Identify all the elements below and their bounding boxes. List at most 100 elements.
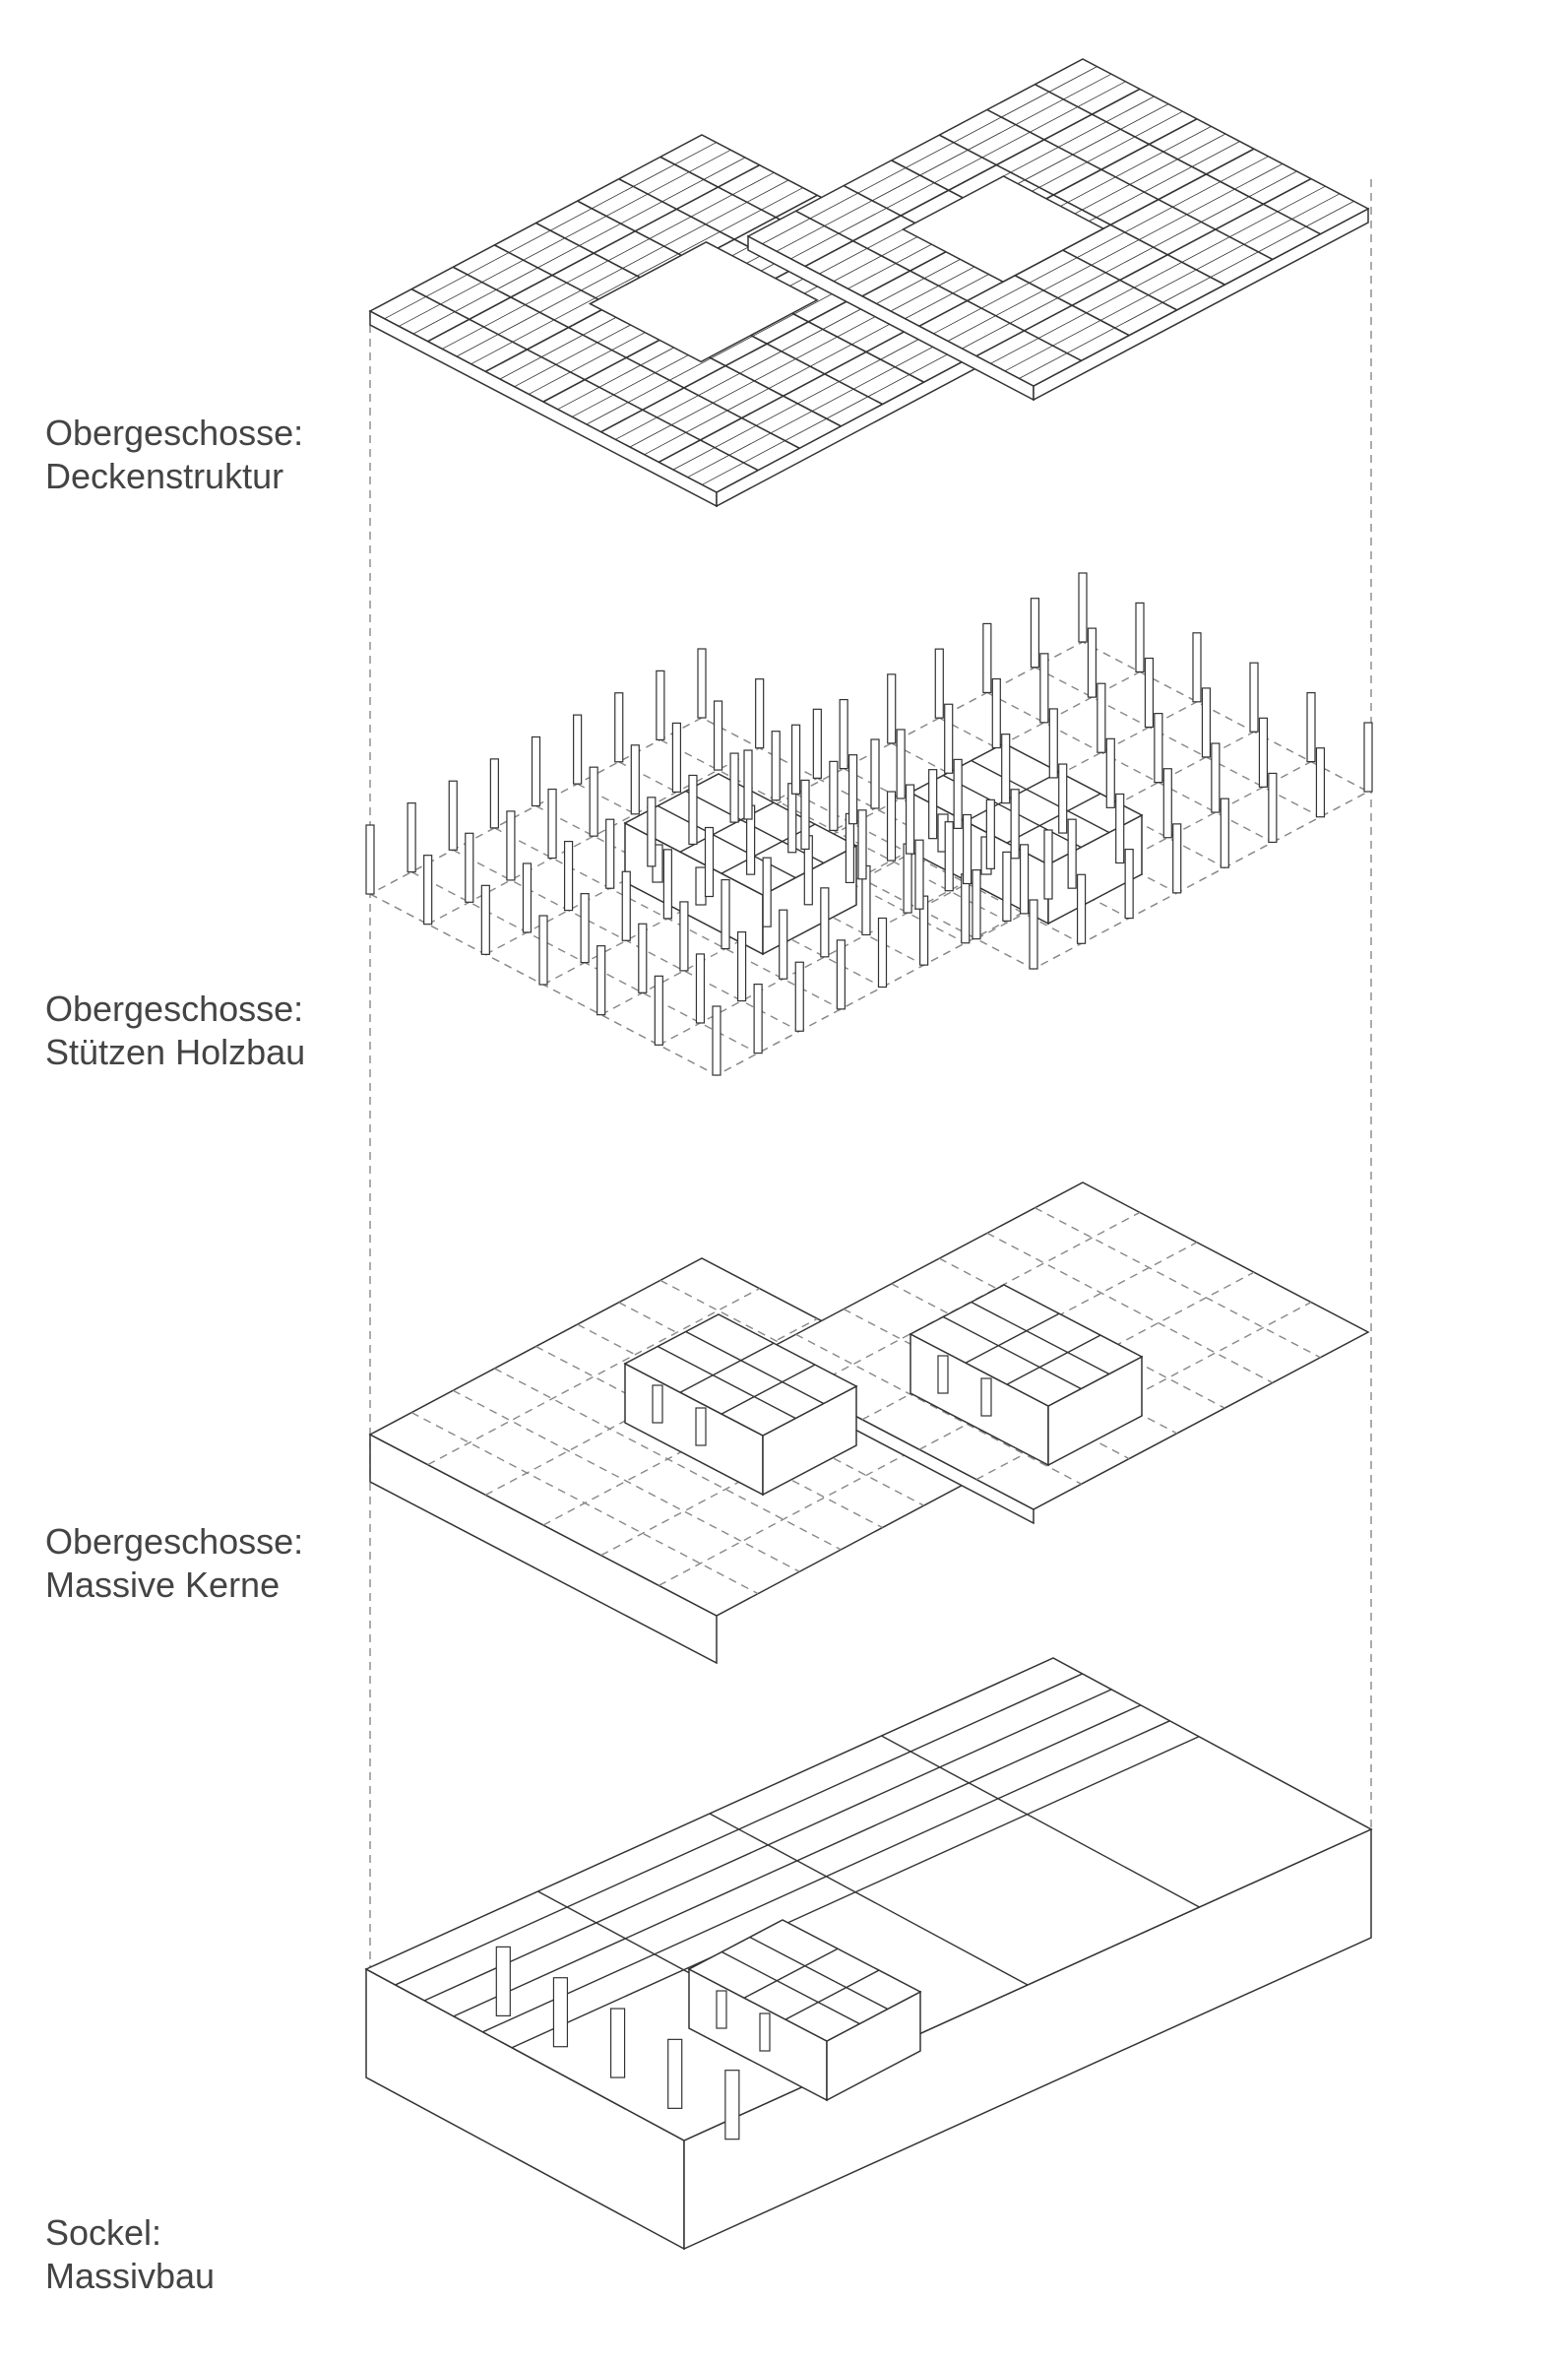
timber-column <box>480 884 490 955</box>
timber-column <box>1315 747 1326 818</box>
timber-column <box>621 870 631 941</box>
timber-column <box>1124 848 1134 920</box>
plinth-pier <box>552 1977 569 2048</box>
timber-column <box>905 784 915 855</box>
grid-line <box>494 1368 842 1551</box>
timber-column <box>1010 789 1020 860</box>
timber-column <box>407 802 416 873</box>
timber-column <box>1087 627 1098 698</box>
grid-line <box>938 1257 1225 1409</box>
door-opening <box>937 1355 949 1394</box>
timber-column <box>857 809 867 880</box>
plinth-wall <box>709 1813 1029 1986</box>
timber-column <box>961 873 971 944</box>
timber-column <box>1043 829 1053 900</box>
timber-column <box>465 832 474 903</box>
timber-column <box>944 821 954 892</box>
layer-massive-kerne <box>368 1182 1370 1665</box>
timber-column <box>736 930 747 1002</box>
timber-column <box>605 818 615 889</box>
label-line1: Sockel: <box>45 2212 162 2253</box>
timber-column <box>1002 851 1012 922</box>
timber-column <box>839 698 848 770</box>
timber-column <box>1162 768 1172 839</box>
beam <box>938 134 1225 286</box>
grid-line <box>410 1412 759 1595</box>
timber-column <box>1306 691 1316 763</box>
core-top <box>909 742 1144 865</box>
timber-column <box>972 868 981 940</box>
timber-column <box>1115 793 1125 864</box>
timber-column <box>580 893 590 964</box>
joist <box>990 185 1326 364</box>
label-line2: Massive Kerne <box>45 1565 281 1605</box>
timber-column <box>914 839 924 910</box>
joist <box>1004 193 1341 372</box>
timber-column <box>1030 598 1040 669</box>
timber-column <box>630 744 640 815</box>
timber-column <box>919 895 929 966</box>
door-opening <box>695 866 707 906</box>
plinth-pier <box>495 1946 511 2017</box>
core-partition <box>1006 793 1101 844</box>
timber-column <box>704 826 715 898</box>
timber-column <box>896 729 906 799</box>
timber-column <box>671 722 682 794</box>
timber-column <box>656 670 665 740</box>
timber-column <box>1192 632 1202 703</box>
timber-column <box>985 798 995 869</box>
label-line2: Deckenstruktur <box>45 456 284 496</box>
door-opening <box>759 2012 771 2052</box>
beam <box>452 266 800 449</box>
core-top <box>687 1919 922 2042</box>
layer-stuetzen-holzbau <box>365 572 1373 1076</box>
timber-column <box>1001 734 1011 804</box>
timber-column <box>877 917 888 989</box>
beam <box>986 108 1274 261</box>
timber-column <box>1048 708 1058 779</box>
core-partition <box>679 1342 775 1393</box>
core-left <box>623 1313 858 1497</box>
timber-column <box>547 788 557 860</box>
timber-column <box>753 984 763 1054</box>
timber-column <box>944 703 954 774</box>
label-line1: Obergeschosse: <box>45 1521 304 1562</box>
grid-line <box>795 1333 1082 1485</box>
timber-column <box>934 648 944 719</box>
timber-column <box>448 780 458 851</box>
timber-column <box>1135 602 1145 673</box>
core-right <box>909 1284 1144 1467</box>
label-stuetzen-holzbau: Obergeschosse: Stützen Holzbau <box>45 988 305 1074</box>
beam <box>795 210 1082 361</box>
timber-column <box>982 622 992 694</box>
grid-line <box>1035 1207 1321 1359</box>
core-partition <box>743 1948 839 1999</box>
timber-column <box>1076 873 1087 944</box>
label-line2: Massivbau <box>45 2256 216 2296</box>
timber-column <box>1363 722 1373 793</box>
label-line1: Obergeschosse: <box>45 989 304 1029</box>
core-partition <box>657 1345 796 1420</box>
timber-column <box>1154 713 1163 784</box>
core-top <box>623 1313 858 1437</box>
timber-column <box>1029 899 1038 970</box>
timber-column <box>790 724 801 795</box>
timber-column <box>1078 572 1088 643</box>
timber-column <box>697 648 707 719</box>
timber-column <box>928 769 938 840</box>
timber-column <box>820 887 830 958</box>
grid-line <box>986 1232 1274 1384</box>
beam <box>410 287 759 472</box>
core-partition <box>657 804 796 879</box>
courtyard-opening <box>901 175 1105 284</box>
timber-column <box>762 857 772 927</box>
timber-column <box>713 700 723 771</box>
slab-outline <box>746 641 1370 970</box>
timber-column <box>1067 818 1077 889</box>
courtyard-opening <box>588 241 819 363</box>
timber-column <box>779 909 788 980</box>
timber-column <box>1201 687 1212 758</box>
timber-column <box>573 714 583 785</box>
timber-column <box>771 731 781 801</box>
